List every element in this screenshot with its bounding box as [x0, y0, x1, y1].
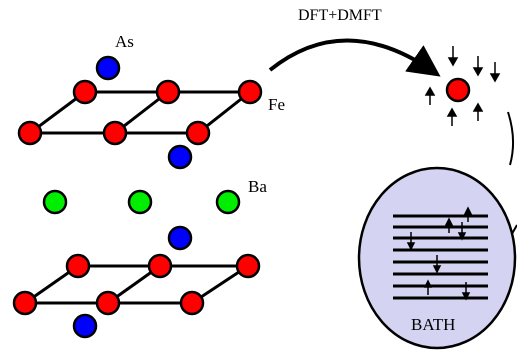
lower-fe-lattice — [12, 253, 261, 316]
ba-atom — [215, 189, 241, 215]
projection-arrow — [268, 38, 441, 77]
bath-energy-levels — [393, 214, 488, 300]
fe-label: Fe — [268, 95, 285, 114]
hybridization-arrow — [507, 111, 514, 166]
as-atom — [95, 55, 121, 81]
bath: BATH — [357, 166, 517, 350]
bath-spin-arrows — [406, 206, 473, 301]
fe-atom — [102, 120, 128, 146]
fe-atom — [95, 290, 121, 316]
as-atom — [167, 225, 193, 251]
fe-atom — [72, 79, 98, 105]
ba-label: Ba — [248, 177, 267, 196]
ba-atom — [42, 189, 68, 215]
as-label: As — [115, 32, 134, 51]
impurity-site — [424, 46, 501, 126]
fe-atom — [237, 79, 263, 105]
bath-label: BATH — [411, 315, 455, 334]
dft-dmft-label: DFT+DMFT — [298, 7, 382, 24]
fe-atom — [12, 290, 38, 316]
fe-atom — [185, 120, 211, 146]
ba-atom — [127, 189, 153, 215]
fe-atom — [179, 290, 205, 316]
fe-atom — [147, 253, 173, 279]
fe-atom — [65, 253, 91, 279]
fe-atom — [235, 253, 261, 279]
spin-arrows — [424, 46, 501, 126]
fe-atom — [17, 120, 43, 146]
as-atom — [167, 144, 193, 170]
impurity-atom — [445, 77, 471, 103]
fe-atom — [155, 79, 181, 105]
as-atom — [72, 313, 98, 339]
upper-fe-lattice — [17, 79, 263, 146]
